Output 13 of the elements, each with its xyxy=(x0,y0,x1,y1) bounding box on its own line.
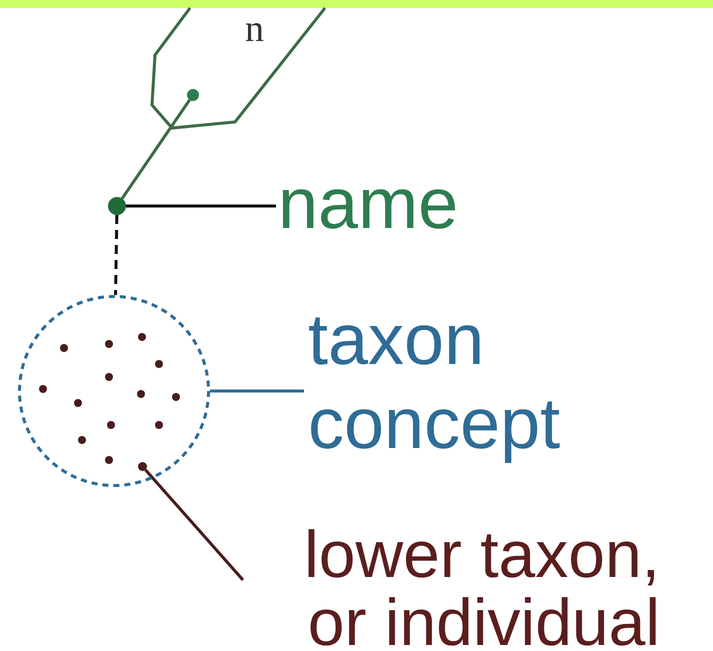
taxon-concept-label: taxon concept xyxy=(308,299,562,466)
tag-letter: n xyxy=(245,10,264,48)
name-dot xyxy=(108,197,126,215)
dashed-line xyxy=(114,214,118,296)
attachment-dot xyxy=(187,89,199,101)
leader-line xyxy=(144,468,244,581)
lower-taxon-label: lower taxon, or individual xyxy=(303,520,660,651)
name-label: name xyxy=(278,168,458,240)
leader-line xyxy=(126,204,276,208)
leader-line xyxy=(120,99,191,200)
individual-dot xyxy=(138,462,147,471)
taxon-circle xyxy=(18,295,210,487)
leader-line xyxy=(210,390,304,392)
